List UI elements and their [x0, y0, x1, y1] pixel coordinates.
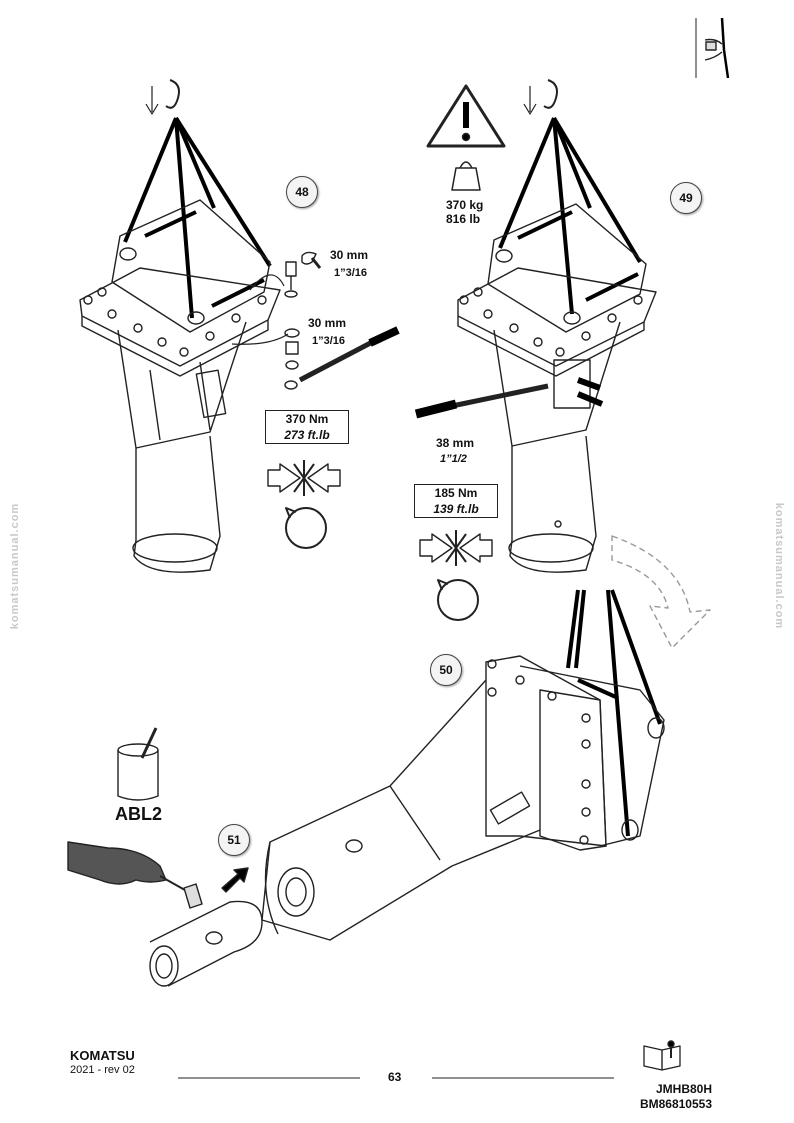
document-code: BM86810553 — [639, 1097, 712, 1111]
lifting-chains-49 — [498, 116, 642, 315]
pin-part — [149, 900, 263, 987]
hook-icon-49 — [523, 79, 558, 115]
rotation-icon-49 — [437, 579, 479, 621]
rotation-icon — [285, 507, 327, 549]
insert-arrow — [221, 867, 249, 893]
torque-nm-48: 370 Nm — [285, 412, 329, 426]
model-code: JMHB80H — [655, 1082, 712, 1096]
hook-icon — [145, 79, 180, 115]
torque-box-49: 185 Nm 139 ft.lb — [414, 484, 498, 518]
step-48-badge: 48 — [286, 176, 318, 208]
grease-pot-icon — [117, 727, 159, 801]
lifting-chains-50 — [566, 589, 662, 837]
gloved-hand-icon — [67, 841, 203, 909]
step-51-badge: 51 — [218, 824, 250, 856]
footer-revision: 2021 - rev 02 — [70, 1064, 135, 1076]
wrench-icon — [301, 251, 322, 269]
manual-book-icon — [643, 1040, 681, 1071]
tighten-arrows-icon — [267, 460, 341, 496]
torque-ftlb-49: 139 ft.lb — [433, 502, 479, 516]
tilt-arrow — [611, 535, 711, 649]
step-50-badge: 50 — [430, 654, 462, 686]
step-49-badge: 49 — [670, 182, 702, 214]
page-number: 63 — [388, 1070, 402, 1084]
lifting-chains-48 — [123, 116, 272, 319]
wrench-size-48-b: 30 mm — [308, 316, 347, 330]
tighten-arrows-icon-49 — [419, 530, 493, 566]
weight-kg: 370 kg — [446, 198, 484, 212]
torque-box-48: 370 Nm 273 ft.lb — [265, 410, 349, 444]
weight-lb: 816 lb — [446, 212, 481, 226]
wrench-size-48-a: 30 mm — [330, 248, 369, 262]
wrench-size-49: 38 mm — [436, 436, 475, 450]
torque-wrench-icon — [298, 326, 400, 383]
torque-nm-49: 185 Nm — [434, 486, 478, 500]
corner-tab-icon — [695, 17, 730, 79]
wrench-inch-48-a: 1”3/16 — [334, 267, 368, 279]
breaker-body-49 — [457, 203, 657, 573]
wrench-inch-48-b: 1”3/16 — [312, 335, 346, 347]
bolt-parts-48 — [284, 261, 300, 390]
grease-label: ABL2 — [115, 804, 163, 824]
weight-icon — [451, 161, 481, 191]
warning-triangle-icon — [426, 84, 506, 148]
torque-wrench-icon-49 — [414, 383, 549, 419]
footer-brand: KOMATSU — [70, 1048, 135, 1063]
wrench-inch-49: 1”1/2 — [440, 453, 467, 465]
torque-ftlb-48: 273 ft.lb — [284, 428, 330, 442]
breaker-body-48 — [79, 199, 289, 573]
breaker-body-50 — [261, 655, 665, 941]
